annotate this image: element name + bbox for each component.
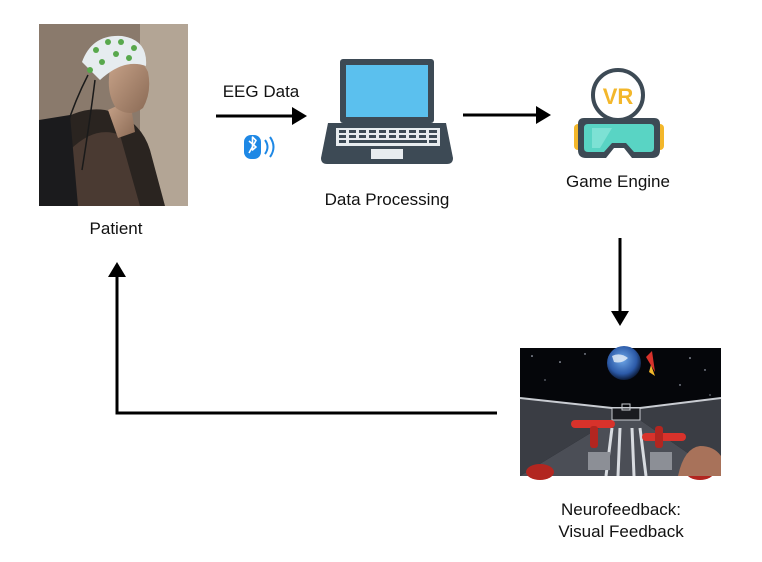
game-engine-label: Game Engine <box>566 172 670 191</box>
patient-label: Patient <box>89 219 143 238</box>
arrow-eeg-data <box>216 107 307 125</box>
arrow-to-game-engine <box>463 106 551 124</box>
arrow-feedback-to-patient <box>108 262 497 415</box>
neurofeedback-label: Neurofeedback: <box>560 500 682 519</box>
vr-headset-icon: VR <box>574 68 664 158</box>
bluetooth-icon <box>244 135 275 159</box>
vr-badge-text: VR <box>603 84 634 109</box>
vr-game-screenshot <box>519 346 722 480</box>
data-processing-label: Data Processing <box>324 190 450 209</box>
patient-photo <box>39 24 188 206</box>
laptop-icon <box>321 59 453 164</box>
arrow-to-visual-feedback <box>611 238 629 326</box>
eeg-data-label: EEG Data <box>222 82 300 101</box>
visual-feedback-label: Visual Feedback <box>558 522 684 541</box>
